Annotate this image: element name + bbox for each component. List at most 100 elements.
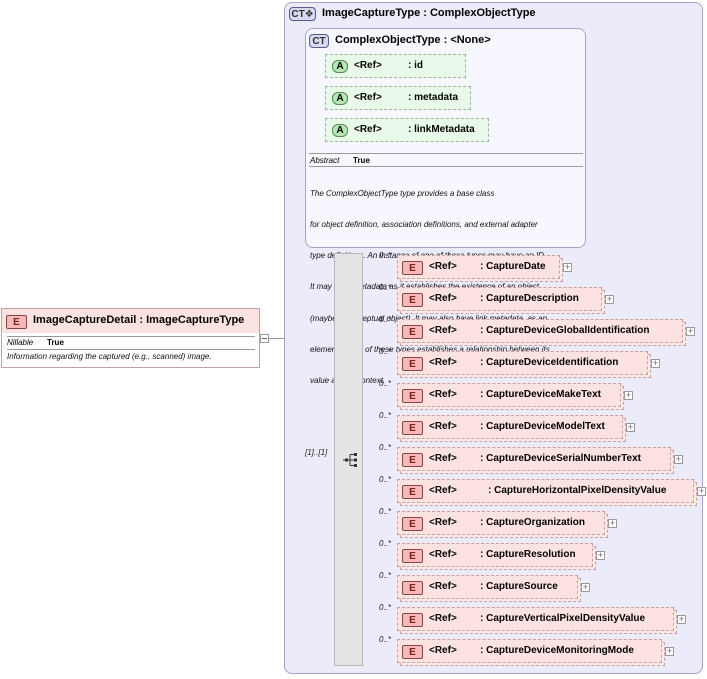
expand-toggle[interactable]: +	[651, 358, 660, 368]
element-capture-source[interactable]: E <Ref> : CaptureSource	[397, 575, 578, 599]
element-badge: E	[402, 613, 423, 627]
root-element-documentation: Information regarding the captured (e.g.…	[7, 352, 212, 361]
element-ref: <Ref>	[429, 293, 457, 304]
nillable-label: Nillable	[7, 338, 34, 347]
complex-type-badge: CT❖	[289, 7, 316, 21]
element-occurrence: 0..*	[379, 411, 392, 420]
element-capture-description[interactable]: E <Ref> : CaptureDescription	[397, 287, 602, 311]
expand-toggle[interactable]: +	[605, 294, 614, 304]
sequence-occurrence: [1]..[1]	[305, 448, 328, 457]
expand-toggle[interactable]: +	[624, 390, 633, 400]
element-capture-vertical-pixel-density-value[interactable]: E <Ref> : CaptureVerticalPixelDensityValue	[397, 607, 674, 631]
element-occurrence: 0..*	[379, 347, 392, 356]
element-badge: E	[402, 645, 423, 659]
element-badge: E	[402, 357, 423, 371]
element-badge: E	[402, 549, 423, 563]
element-name: : CaptureSource	[480, 581, 558, 592]
expand-toggle[interactable]: +	[596, 550, 605, 560]
element-badge: E	[402, 517, 423, 531]
expand-toggle[interactable]: +	[697, 486, 706, 496]
element-badge: E	[402, 485, 423, 499]
element-capture-device-global-identification[interactable]: E <Ref> : CaptureDeviceGlobalIdentificatio…	[397, 319, 683, 343]
element-ref: <Ref>	[429, 613, 457, 624]
element-ref: <Ref>	[429, 645, 457, 656]
expand-toggle[interactable]: +	[563, 262, 572, 272]
element-ref: <Ref>	[429, 325, 457, 336]
divider	[309, 153, 583, 154]
expand-toggle[interactable]: +	[686, 326, 695, 336]
element-badge: E	[402, 389, 423, 403]
element-badge: E	[6, 315, 27, 329]
base-type-badge: CT	[309, 34, 329, 48]
attribute-id[interactable]: A <Ref> : id	[325, 54, 466, 78]
expand-toggle[interactable]: +	[665, 646, 674, 656]
element-name: : CaptureDeviceIdentification	[480, 357, 619, 368]
element-occurrence: 0..*	[379, 443, 392, 452]
element-capture-organization[interactable]: E <Ref> : CaptureOrganization	[397, 511, 605, 535]
element-occurrence: 0..*	[379, 475, 392, 484]
element-occurrence: 0..*	[379, 379, 392, 388]
element-capture-resolution[interactable]: E <Ref> : CaptureResolution	[397, 543, 593, 567]
element-name: : CaptureDeviceModelText	[480, 421, 605, 432]
element-name: : CaptureDeviceMakeText	[480, 389, 601, 400]
element-name: : CaptureDeviceMonitoringMode	[480, 645, 634, 656]
abstract-value: True	[353, 156, 370, 165]
element-name: : CaptureResolution	[480, 549, 576, 560]
element-badge: E	[402, 453, 423, 467]
element-occurrence: 0..*	[379, 283, 392, 292]
element-ref: <Ref>	[429, 485, 457, 496]
attribute-ref: <Ref>	[354, 92, 382, 103]
element-ref: <Ref>	[429, 389, 457, 400]
element-name: : CaptureOrganization	[480, 517, 586, 528]
expand-toggle[interactable]: +	[677, 614, 686, 624]
abstract-label: Abstract	[310, 156, 340, 165]
element-capture-device-model-text[interactable]: E <Ref> : CaptureDeviceModelText	[397, 415, 623, 439]
doc-line: for object definition, association defin…	[310, 220, 538, 230]
attribute-ref: <Ref>	[354, 124, 382, 135]
element-capture-device-identification[interactable]: E<Ref>: CaptureDeviceIdentification	[397, 351, 648, 375]
element-ref: <Ref>	[429, 549, 457, 560]
element-ref: <Ref>	[429, 261, 457, 272]
expand-toggle[interactable]: +	[674, 454, 683, 464]
element-ref: <Ref>	[429, 421, 457, 432]
collapse-toggle[interactable]	[260, 334, 269, 343]
expand-toggle[interactable]: +	[608, 518, 617, 528]
element-ref: <Ref>	[429, 453, 457, 464]
element-name: : CaptureDescription	[480, 293, 579, 304]
element-badge: E	[402, 581, 423, 595]
expand-toggle[interactable]: +	[626, 422, 635, 432]
element-name: : CaptureDeviceGlobalIdentification	[480, 325, 650, 336]
element-occurrence: 0..*	[379, 539, 392, 548]
element-occurrence: 0..*	[379, 571, 392, 580]
element-capture-device-monitoring-mode[interactable]: E <Ref> : CaptureDeviceMonitoringMode	[397, 639, 662, 663]
expand-toggle[interactable]: +	[581, 582, 590, 592]
attribute-badge: A	[332, 92, 348, 105]
element-capture-device-serial-number-text[interactable]: E<Ref>: CaptureDeviceSerialNumberText	[397, 447, 671, 471]
attribute-linkmetadata[interactable]: A <Ref> : linkMetadata	[325, 118, 489, 142]
element-occurrence: 0..*	[379, 507, 392, 516]
element-capture-date[interactable]: E <Ref> : CaptureDate	[397, 255, 560, 279]
element-capture-horizontal-pixel-density-value[interactable]: E<Ref>: CaptureHorizontalPixelDensityVal…	[397, 479, 694, 503]
base-type-title: ComplexObjectType : <None>	[335, 34, 491, 46]
element-name: : CaptureDate	[480, 261, 546, 272]
element-occurrence: 0..*	[379, 315, 392, 324]
complex-type-title: ImageCaptureType : ComplexObjectType	[322, 7, 536, 19]
element-name: : CaptureVerticalPixelDensityValue	[480, 613, 646, 624]
element-badge: E	[402, 325, 423, 339]
element-capture-device-make-text[interactable]: E <Ref> : CaptureDeviceMakeText	[397, 383, 621, 407]
attribute-badge: A	[332, 60, 348, 73]
element-ref: <Ref>	[429, 517, 457, 528]
root-element-box[interactable]: E ImageCaptureDetail : ImageCaptureType …	[1, 308, 260, 368]
element-ref: <Ref>	[429, 581, 457, 592]
element-occurrence: 0..*	[379, 635, 392, 644]
root-element-title: ImageCaptureDetail : ImageCaptureType	[33, 314, 245, 326]
element-badge: E	[402, 293, 423, 307]
attribute-metadata[interactable]: A <Ref> : metadata	[325, 86, 471, 110]
element-badge: E	[402, 421, 423, 435]
element-badge: E	[402, 261, 423, 275]
element-occurrence: 0..*	[379, 603, 392, 612]
attribute-name: : linkMetadata	[408, 124, 475, 135]
divider	[309, 166, 583, 167]
element-occurrence: 0..*	[379, 251, 392, 260]
nillable-value: True	[47, 338, 64, 347]
